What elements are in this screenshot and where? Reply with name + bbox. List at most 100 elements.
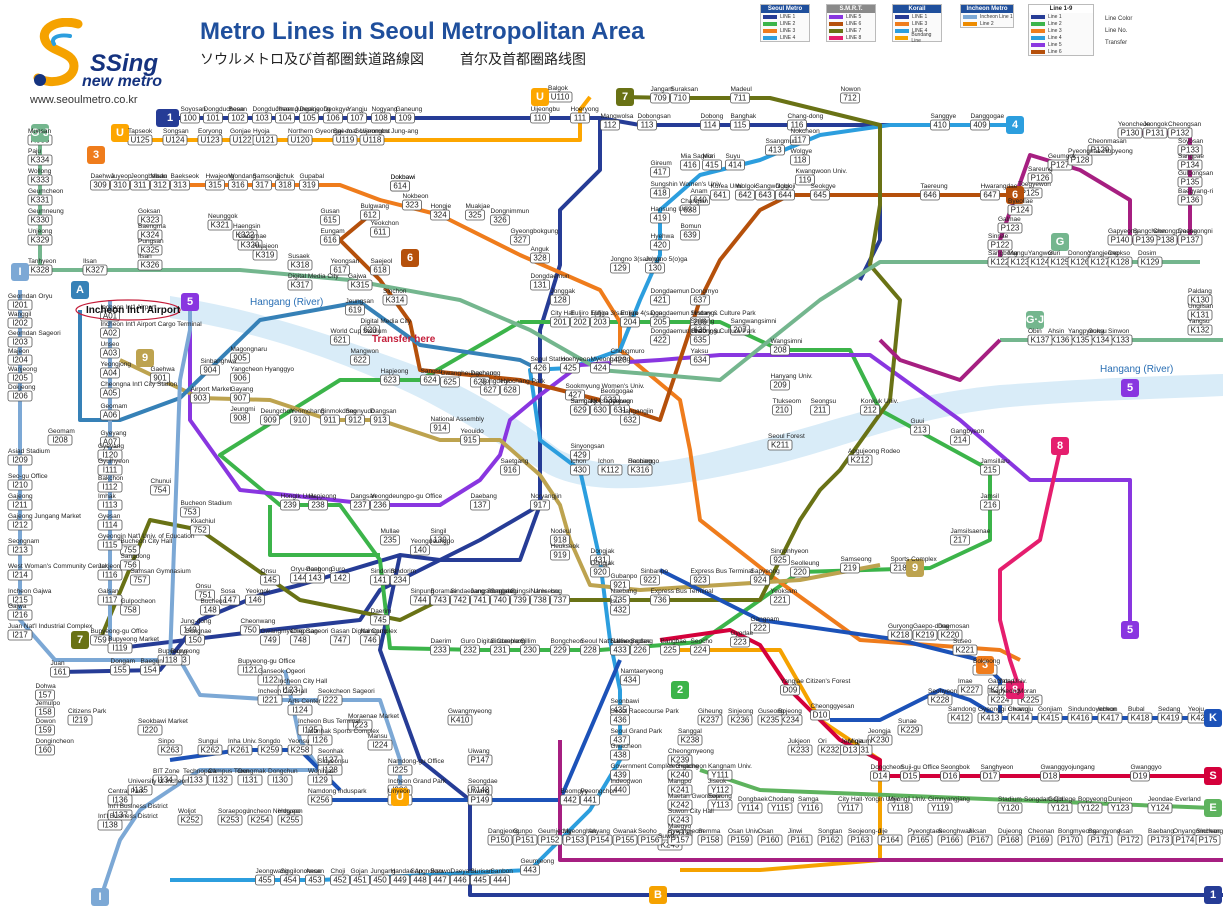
station[interactable]: I133 [182, 774, 208, 786]
station[interactable]: 150 [185, 634, 205, 646]
station[interactable]: P161 [787, 834, 813, 846]
line-badge[interactable]: 3 [87, 146, 105, 164]
station[interactable]: 147 [220, 594, 240, 606]
line-badge[interactable]: 2 [671, 681, 689, 699]
station[interactable]: P124 [1007, 204, 1033, 216]
line-badge[interactable]: 6 [1006, 186, 1024, 204]
station[interactable]: 434 [620, 674, 640, 686]
station[interactable]: 211 [810, 404, 830, 416]
station[interactable]: K238 [677, 734, 703, 746]
station[interactable]: 749 [260, 634, 280, 646]
station[interactable]: 102 [228, 112, 248, 124]
station[interactable]: I131 [237, 774, 263, 786]
station[interactable]: K262 [197, 744, 223, 756]
station[interactable]: 430 [570, 464, 590, 476]
station[interactable]: I217 [7, 629, 33, 641]
line-badge[interactable]: G [1051, 233, 1069, 251]
station[interactable]: K334 [27, 154, 53, 166]
line-badge[interactable]: 8 [1006, 681, 1024, 699]
station[interactable]: P134 [1177, 159, 1203, 171]
station[interactable]: K128 [1107, 256, 1133, 268]
station[interactable]: 640 [690, 194, 710, 206]
station[interactable]: U123 [197, 134, 223, 146]
station[interactable]: 208 [770, 344, 790, 356]
station[interactable]: I129 [307, 774, 333, 786]
station[interactable]: 641 [710, 189, 730, 201]
station[interactable]: P170 [1057, 834, 1083, 846]
station[interactable]: K211 [767, 439, 793, 451]
station[interactable]: 623 [380, 374, 400, 386]
station[interactable]: 921 [610, 579, 630, 591]
station[interactable]: 916 [500, 464, 520, 476]
station[interactable]: 233 [430, 644, 450, 656]
station[interactable]: P153 [562, 834, 588, 846]
station[interactable]: K228 [927, 694, 953, 706]
station[interactable]: 113 [637, 119, 657, 131]
station[interactable]: K418 [1127, 712, 1153, 724]
line-badge[interactable]: G·J [1026, 311, 1044, 329]
station[interactable]: 638 [680, 204, 700, 216]
station[interactable]: U124 [162, 134, 188, 146]
station[interactable]: 104 [275, 112, 295, 124]
station[interactable]: 223 [730, 636, 750, 648]
station[interactable]: K415 [1037, 712, 1063, 724]
station[interactable]: 739 [510, 594, 530, 606]
station[interactable]: U110 [547, 91, 573, 103]
station[interactable]: 117 [790, 134, 810, 146]
station[interactable]: U120 [287, 134, 313, 146]
station[interactable]: 446 [450, 874, 470, 886]
station[interactable]: 417 [650, 166, 670, 178]
station[interactable]: K252 [177, 814, 203, 826]
station[interactable]: 753 [180, 506, 200, 518]
station[interactable]: P171 [1087, 834, 1113, 846]
station[interactable]: 643 [755, 189, 775, 201]
station[interactable]: 758 [120, 604, 140, 616]
station[interactable]: K241 [667, 784, 693, 796]
station[interactable]: 903 [190, 392, 210, 404]
station[interactable]: 230 [520, 644, 540, 656]
station[interactable]: I132 [207, 774, 233, 786]
station[interactable]: 225 [660, 644, 680, 656]
station[interactable]: I208 [47, 434, 73, 446]
station[interactable]: P151 [512, 834, 538, 846]
station[interactable]: 103 [252, 112, 272, 124]
station[interactable]: P152 [537, 834, 563, 846]
station[interactable]: 905 [230, 352, 250, 364]
station[interactable]: 907 [230, 392, 250, 404]
metro-line[interactable] [878, 338, 1002, 382]
station[interactable]: 416 [680, 159, 700, 171]
station[interactable]: K319 [252, 249, 278, 261]
station[interactable]: 114 [700, 119, 720, 131]
metro-line[interactable] [98, 95, 902, 641]
station[interactable]: 239 [280, 499, 300, 511]
station[interactable]: 107 [347, 112, 367, 124]
station[interactable]: P148 [467, 784, 493, 796]
station[interactable]: 210 [772, 404, 792, 416]
line-badge[interactable]: 9 [906, 559, 924, 577]
station[interactable]: I219 [67, 714, 93, 726]
station[interactable]: A06 [100, 409, 120, 421]
station[interactable]: K325 [137, 244, 163, 256]
station[interactable]: I117 [97, 594, 123, 606]
station[interactable]: 632 [620, 414, 640, 426]
station[interactable]: 746 [360, 634, 380, 646]
station[interactable]: K237 [697, 714, 723, 726]
station[interactable]: K318 [287, 259, 313, 271]
station[interactable]: K314 [382, 294, 408, 306]
station[interactable]: I206 [7, 390, 33, 402]
station[interactable]: Y115 [767, 802, 793, 814]
station[interactable]: I210 [7, 479, 33, 491]
station[interactable]: K221 [952, 644, 978, 656]
line-badge[interactable]: I [11, 263, 29, 281]
line-badge[interactable]: G·J [31, 124, 49, 142]
station[interactable]: I216 [7, 609, 33, 621]
station[interactable]: 131 [530, 279, 550, 291]
station[interactable]: 221 [770, 594, 790, 606]
station[interactable]: I205 [7, 372, 33, 384]
station[interactable]: 442 [560, 794, 580, 806]
station[interactable]: 444 [490, 874, 510, 886]
station[interactable]: 712 [840, 92, 860, 104]
station[interactable]: 433 [610, 644, 630, 656]
station[interactable]: 634 [690, 354, 710, 366]
station[interactable]: 129 [610, 262, 630, 274]
